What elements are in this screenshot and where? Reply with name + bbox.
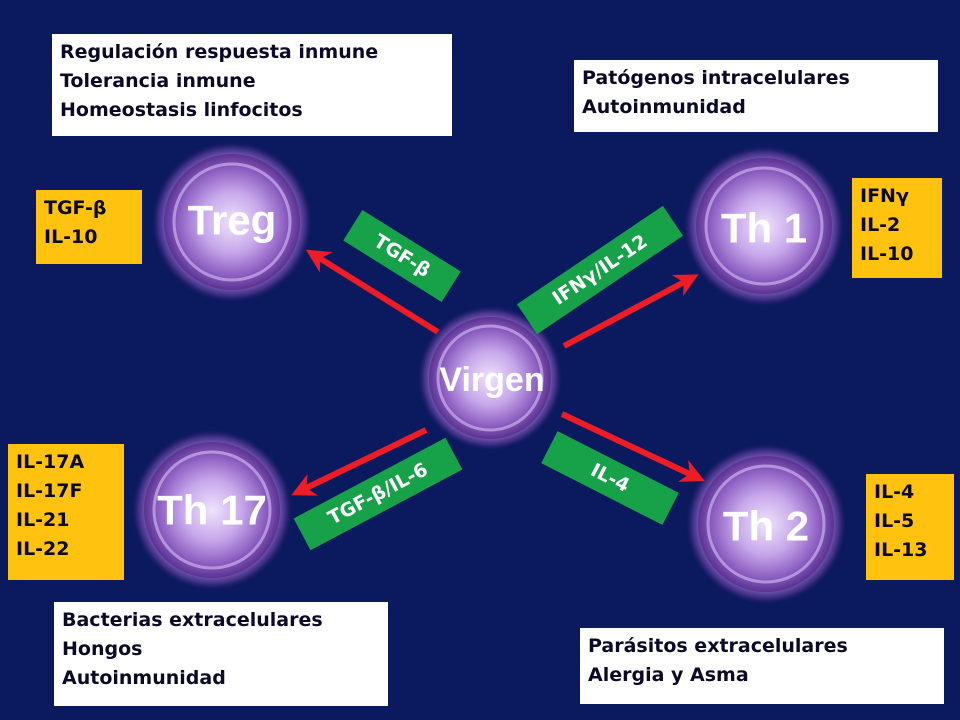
- label-ifng-il12-text: IFNγ/IL-12: [549, 230, 652, 309]
- th17-function-1: Bacterias extracelulares: [62, 609, 323, 631]
- arrow-to-th1: [562, 274, 699, 349]
- treg-cytokines-box: TGF-β IL-10: [36, 190, 142, 264]
- treg-function-2: Tolerancia inmune: [60, 70, 256, 92]
- label-ifng-il12: IFNγ/IL-12: [516, 205, 684, 335]
- treg-cytokine-2: IL-10: [44, 226, 98, 248]
- th17-cytokines-box: IL-17A IL-17F IL-21 IL-22: [8, 444, 124, 580]
- th2-functions-box: Parásitos extracelulares Alergia y Asma: [580, 628, 944, 704]
- virgen-label: Virgen: [439, 361, 544, 399]
- treg-cytokine-1: TGF-β: [44, 197, 107, 219]
- th17-function-2: Hongos: [62, 638, 143, 660]
- label-il4: IL-4: [541, 431, 679, 525]
- th1-cytokine-3: IL-10: [860, 243, 914, 265]
- treg-functions-box: Regulación respuesta inmune Tolerancia i…: [52, 34, 452, 136]
- arrow-to-th17: [291, 427, 428, 496]
- treg-label: Treg: [188, 197, 277, 244]
- treg-function-1: Regulación respuesta inmune: [60, 41, 379, 63]
- th2-cytokine-2: IL-5: [874, 510, 915, 532]
- th1-function-2: Autoinmunidad: [582, 96, 746, 118]
- th1-cell: Th 1: [684, 146, 844, 306]
- treg-function-3: Homeostasis linfocitos: [60, 99, 303, 121]
- th2-cell: Th 2: [686, 444, 846, 604]
- th17-cytokine-3: IL-21: [16, 509, 70, 531]
- th1-cytokine-2: IL-2: [860, 214, 901, 236]
- th17-cytokine-2: IL-17F: [16, 480, 83, 502]
- th1-cytokines-box: IFNγ IL-2 IL-10: [852, 178, 942, 278]
- th2-cytokine-3: IL-13: [874, 539, 928, 561]
- th17-label: Th 17: [157, 487, 267, 534]
- th2-function-2: Alergia y Asma: [588, 664, 749, 686]
- treg-cell: Treg: [152, 142, 312, 302]
- th17-cell: Th 17: [132, 430, 292, 590]
- th2-label: Th 2: [723, 503, 809, 550]
- th1-function-1: Patógenos intracelulares: [582, 67, 850, 89]
- label-tgf-beta-treg: TGF-β: [343, 209, 461, 303]
- th1-cytokine-1: IFNγ: [860, 185, 909, 207]
- th1-label: Th 1: [721, 205, 807, 252]
- th17-function-3: Autoinmunidad: [62, 667, 226, 689]
- th1-functions-box: Patógenos intracelulares Autoinmunidad: [574, 60, 938, 132]
- virgen-cell: Virgen: [418, 306, 562, 450]
- arrow-to-treg: [305, 249, 440, 335]
- th17-functions-box: Bacterias extracelulares Hongos Autoinmu…: [54, 602, 388, 706]
- th2-cytokine-1: IL-4: [874, 481, 915, 503]
- th17-cytokine-4: IL-22: [16, 538, 70, 560]
- th2-function-1: Parásitos extracelulares: [588, 635, 848, 657]
- th17-cytokine-1: IL-17A: [16, 451, 85, 473]
- arrow-to-th2: [560, 411, 705, 482]
- th2-cytokines-box: IL-4 IL-5 IL-13: [866, 474, 954, 580]
